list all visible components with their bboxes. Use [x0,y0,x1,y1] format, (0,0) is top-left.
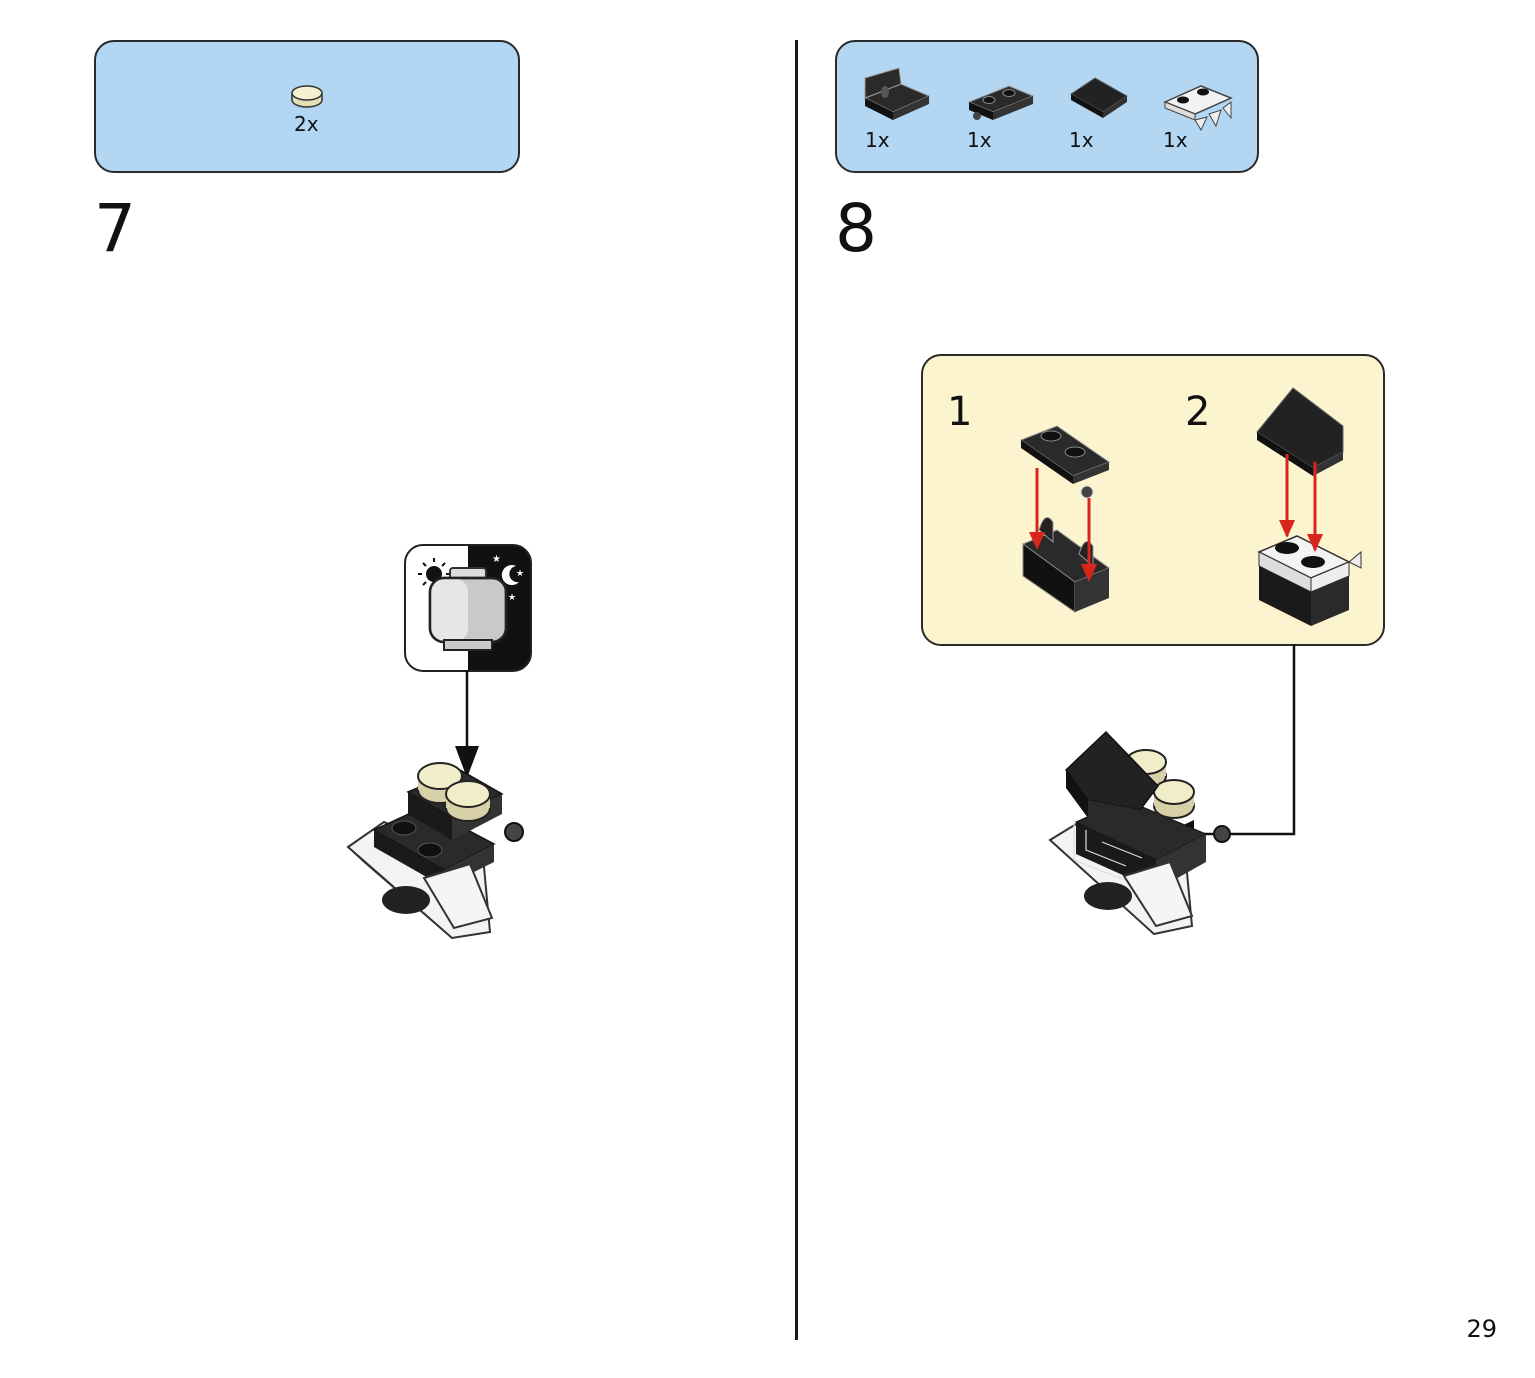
step-number-8: 8 [835,190,877,267]
svg-text:★: ★ [516,569,524,579]
bracket-black-icon [863,67,931,120]
placement-arrow [455,670,479,778]
part-plate-teeth: 1x [1161,66,1241,156]
part-qty: 1x [1069,128,1094,152]
page-number: 29 [1466,1315,1497,1343]
substep-1-illustration [1019,425,1111,613]
substep-2-illustration [1256,387,1362,626]
page-divider [795,40,798,1340]
plate-2x1-black-icon [967,85,1035,120]
slope-black-icon [1070,77,1128,118]
step-number-7: 7 [94,190,136,267]
part-qty: 1x [967,128,992,152]
part-round-tile: 2x [286,82,326,162]
parts-box-step8: 1x 1x 1x 1x [835,40,1259,173]
part-bracket: 1x [861,66,941,156]
substep-number-1: 1 [947,389,973,435]
part-qty: 1x [1163,128,1188,152]
svg-text:★: ★ [508,593,516,603]
round-tile-tan-icon [291,85,323,108]
model-step8 [1048,730,1231,936]
parts-box-step7: 2x [94,40,520,173]
part-qty: 1x [865,128,890,152]
sub-assembly-box: 1 2 [921,354,1385,646]
plate-teeth-white-icon [1163,85,1233,132]
svg-text:★: ★ [492,554,501,565]
part-slope: 1x [1067,66,1147,156]
part-plate-2x1: 1x [965,66,1045,156]
glow-in-dark-icon: ★ ★ ★ [404,544,532,672]
model-step7 [346,762,524,940]
substep-number-2: 2 [1185,389,1211,435]
part-qty: 2x [294,112,319,136]
